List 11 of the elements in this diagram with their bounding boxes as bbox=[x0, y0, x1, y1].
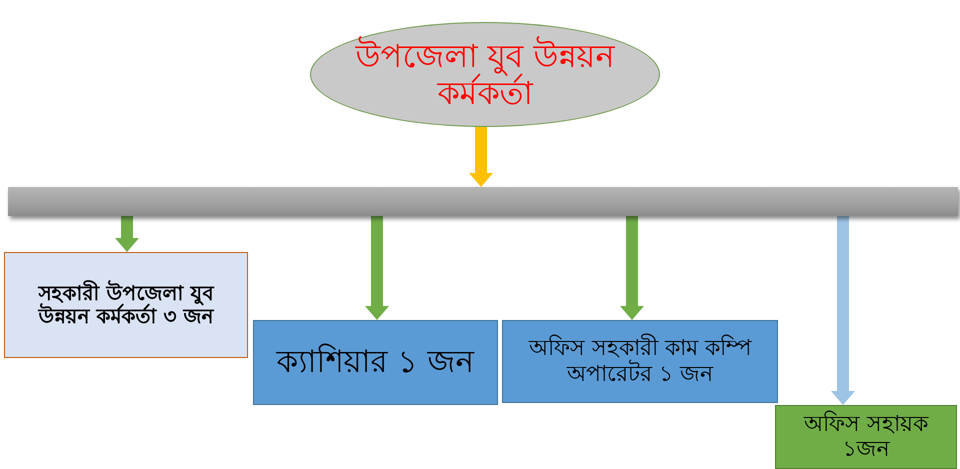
arrow bbox=[620, 216, 644, 320]
ellipse-node: উপজেলা যুব উন্নয়ন কর্মকর্তা bbox=[310, 22, 660, 127]
process-box: অফিস সহকারী কাম কম্পি অপারেটর ১ জন bbox=[502, 320, 778, 403]
arrow bbox=[831, 216, 855, 405]
connector-bar bbox=[8, 187, 958, 216]
arrow bbox=[115, 216, 139, 252]
arrow bbox=[365, 216, 389, 320]
process-box: অফিস সহায়ক ১জন bbox=[775, 405, 957, 469]
process-box: সহকারী উপজেলা যুব উন্নয়ন কর্মকর্তা ৩ জন bbox=[4, 252, 248, 358]
arrow bbox=[469, 127, 493, 187]
process-box: ক্যাশিয়ার ১ জন bbox=[253, 320, 498, 405]
